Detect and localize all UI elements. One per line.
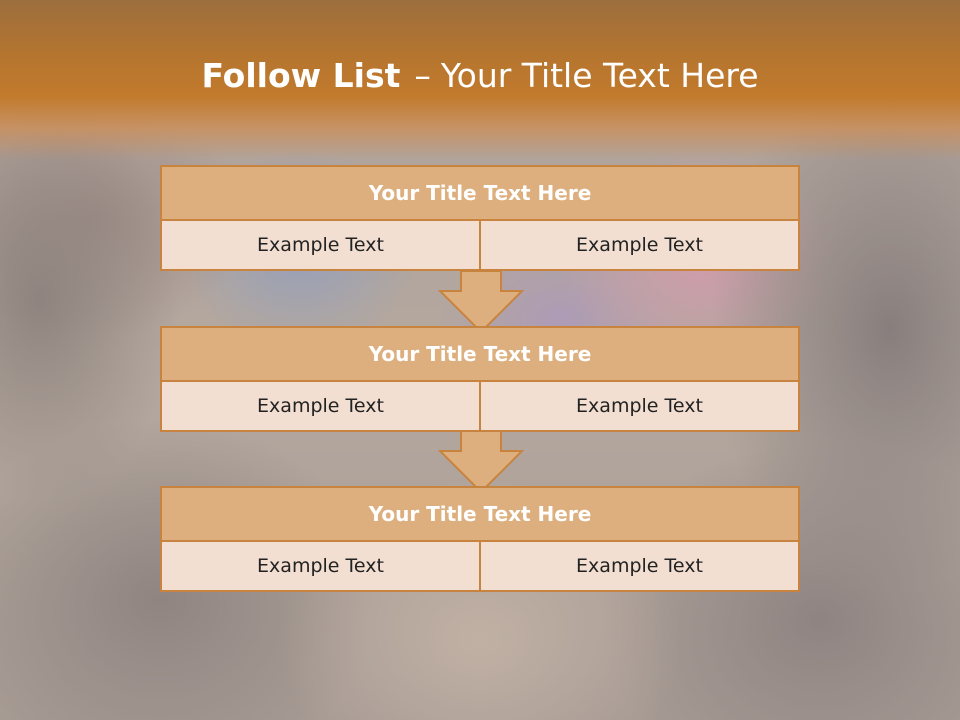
flow-block-2: Your Title Text Here Example Text Exampl…	[160, 326, 800, 432]
slide-title-dash: –	[414, 56, 431, 95]
flow-block-1: Your Title Text Here Example Text Exampl…	[160, 165, 800, 271]
block-row: Example Text Example Text	[160, 221, 800, 271]
block-cell-right: Example Text	[479, 221, 800, 271]
block-cell-right: Example Text	[479, 542, 800, 592]
slide-title: Follow List–Your Title Text Here	[0, 56, 960, 96]
block-cell-left: Example Text	[160, 542, 481, 592]
flow-block-3: Your Title Text Here Example Text Exampl…	[160, 486, 800, 592]
down-arrow-icon	[438, 430, 524, 494]
block-row: Example Text Example Text	[160, 382, 800, 432]
block-row: Example Text Example Text	[160, 542, 800, 592]
block-cell-right: Example Text	[479, 382, 800, 432]
title-banner	[0, 0, 960, 160]
block-title: Your Title Text Here	[160, 165, 800, 221]
block-cell-left: Example Text	[160, 221, 481, 271]
block-title: Your Title Text Here	[160, 326, 800, 382]
down-arrow-icon	[438, 270, 524, 334]
block-title: Your Title Text Here	[160, 486, 800, 542]
slide-title-bold: Follow List	[201, 56, 401, 95]
slide-title-rest: Your Title Text Here	[440, 56, 759, 95]
block-cell-left: Example Text	[160, 382, 481, 432]
